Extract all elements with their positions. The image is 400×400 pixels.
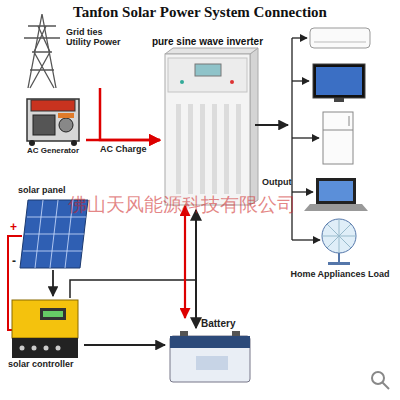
appliance-icons-part: [323, 130, 353, 131]
connector-arrow: [184, 206, 186, 318]
diagram-title: Tanfon Solar Power System Connection: [0, 4, 400, 21]
generator-icon-part: [58, 113, 74, 118]
controller-icon-part: [20, 346, 25, 351]
appliance-icons-part: [349, 116, 350, 126]
edge-label: AC Charge: [100, 145, 170, 155]
controller-icon-part: [12, 338, 78, 358]
connector-arrow: [84, 344, 165, 346]
battery-icon-part: [232, 331, 240, 336]
generator-icon-part: [33, 115, 55, 135]
controller-icon-part: [40, 308, 66, 320]
battery-icon-part: [170, 336, 250, 348]
appliance-icons-part: [328, 262, 350, 265]
watermark: 佛山天风能源科技有限公司: [68, 194, 368, 215]
inverter-cabinet-part: [165, 48, 258, 54]
battery: Battery: [165, 318, 255, 386]
battery-icon: [170, 331, 250, 382]
appliance-icons-part: [304, 204, 368, 211]
battery-icon-part: [180, 331, 188, 336]
connector-arrow: [100, 88, 160, 140]
connector-arrow: [86, 139, 160, 142]
inverter-cabinet-part: [250, 48, 258, 205]
appliance-bracket: [292, 38, 320, 240]
inverter-box: pure sine wave inverter: [160, 36, 255, 206]
inverter-cabinet-part: [180, 80, 184, 84]
appliance-icons-part: [319, 181, 353, 201]
appliance-icons-part: [316, 178, 356, 204]
appliance-icons-part: [322, 219, 356, 253]
bus-wire-part: [195, 210, 197, 328]
node-label: Battery: [201, 318, 255, 329]
appliance-bracket-part: [292, 137, 319, 138]
controller-icon-part: [56, 346, 61, 351]
appliance-icons-part: [314, 42, 366, 43]
generator-icon: [27, 99, 79, 146]
appliance-icons-part: [316, 67, 362, 95]
controller-icon-part: [12, 300, 78, 338]
generator-icon-part: [29, 140, 35, 146]
appliance-icons-part: [338, 253, 340, 262]
appliance-bracket-part: [292, 37, 307, 38]
appliance-icons-part: [322, 219, 356, 253]
appliance-icons-part: [323, 112, 353, 164]
inverter-cabinet-part: [176, 104, 181, 194]
connector-arrow: [52, 270, 54, 296]
polarity-mark: +: [10, 221, 22, 234]
inverter-cabinet-part: [195, 64, 221, 76]
appliance-icons-part: [310, 28, 370, 48]
magnifier-icon-part: [382, 382, 389, 389]
node-label: AC Generator: [14, 147, 92, 156]
solar-controller: solar controller: [8, 296, 84, 376]
appliance-bracket-part: [292, 191, 313, 192]
appliance-icons-part: [334, 98, 344, 102]
controller-icon-part: [43, 311, 63, 317]
inverter-cabinet: [165, 48, 258, 205]
inverter-cabinet-part: [224, 104, 229, 194]
generator-icon-part: [27, 99, 79, 141]
appliance-icons: [304, 28, 370, 265]
bus-wire: [70, 210, 196, 328]
node-label: pure sine wave inverter: [138, 36, 277, 47]
magnifier-icon: [372, 372, 389, 389]
inverter-cabinet-part: [212, 104, 217, 194]
inverter-cabinet-part: [230, 80, 234, 84]
ac-generator: AC Generator: [20, 95, 86, 159]
controller-icon-part: [32, 346, 37, 351]
appliance-load: Home Appliances Load: [288, 22, 398, 284]
appliance-bracket-part: [292, 80, 309, 81]
controller-icon-part: [44, 346, 49, 351]
pylon-icon-part: [24, 26, 60, 52]
controller-icon: [12, 300, 78, 358]
generator-icon-part: [71, 140, 77, 146]
node-label: Grid ties Utility Power: [66, 28, 128, 48]
polarity-mark: -: [12, 255, 24, 268]
pylon-icon-part: [28, 14, 56, 88]
generator-icon-part: [59, 118, 73, 132]
connector-arrow: [255, 124, 288, 126]
edge-label: Output: [262, 178, 302, 188]
pylon-icon-part: [30, 26, 54, 88]
bus-wire-part: [70, 280, 196, 298]
battery-icon-part: [170, 336, 250, 382]
node-label: solar controller: [8, 360, 100, 370]
inverter-cabinet-part: [165, 54, 250, 205]
node-label: Home Appliances Load: [282, 270, 398, 280]
pylon-icon: [24, 14, 60, 88]
appliance-icons-part: [313, 64, 365, 98]
utility-pylon: Grid ties Utility Power: [18, 14, 126, 88]
inverter-cabinet-part: [168, 58, 247, 92]
battery-icon-part: [196, 356, 228, 370]
inverter-cabinet-part: [200, 104, 205, 194]
appliance-bracket-part: [292, 239, 320, 240]
inverter-cabinet-part: [188, 104, 193, 194]
generator-icon-part: [31, 100, 75, 111]
inverter-cabinet-part: [236, 104, 241, 194]
